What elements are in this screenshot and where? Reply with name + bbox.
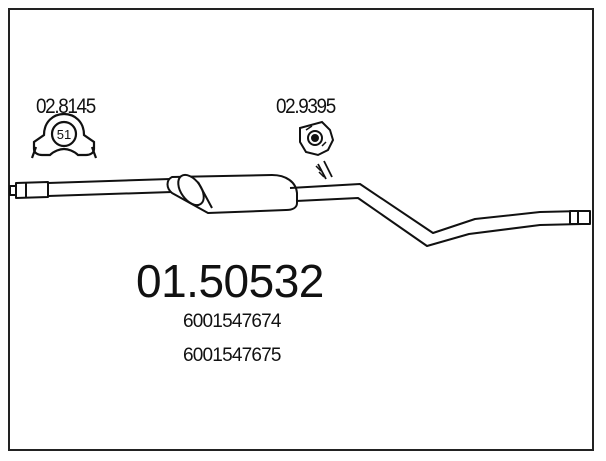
main-part-number: 01.50532 — [136, 255, 324, 307]
oe-number-2: 6001547675 — [183, 345, 281, 366]
clamp-size-badge: 51 — [57, 127, 71, 142]
diagram-frame — [8, 8, 594, 451]
hanger-part-number: 02.9395 — [276, 95, 336, 118]
exhaust-middle-silencer-pipe-icon — [9, 160, 591, 247]
clamp-icon: 51 — [30, 112, 98, 159]
rubber-hanger-icon — [299, 120, 335, 157]
oe-number-1: 6001547674 — [183, 311, 281, 332]
clamp-part-number: 02.8145 — [36, 95, 96, 118]
